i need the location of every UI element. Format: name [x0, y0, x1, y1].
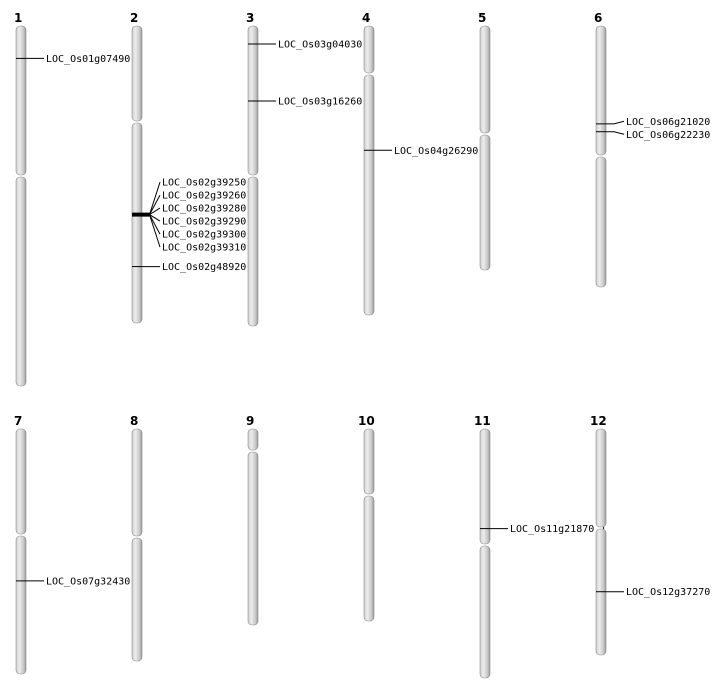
chromosome-number: 8 [130, 414, 138, 428]
chromosome-long-arm [479, 134, 491, 271]
chromosome-short-arm [247, 428, 259, 451]
chromosome-short-arm [479, 428, 491, 545]
chromosome-9: 9 [246, 414, 259, 626]
chromosome-short-arm [363, 428, 375, 495]
gene-label: LOC_Os03g16260.1 [278, 97, 374, 108]
gene-label: LOC_Os02g39260.1 [162, 191, 258, 202]
chromosome-short-arm [131, 25, 143, 122]
chromosome-number: 3 [246, 11, 254, 25]
chromosome-number: 4 [362, 11, 370, 25]
chromosome-short-arm [595, 25, 607, 156]
chromosome-long-arm [479, 545, 491, 679]
chromosome-layer: 1LOC_Os01g07490.12LOC_Os02g39250.1LOC_Os… [14, 11, 712, 679]
gene-connector [142, 194, 161, 215]
gene-connector [142, 181, 161, 214]
chromosome-long-arm [247, 176, 259, 327]
chromosome-number: 7 [14, 414, 22, 428]
chromosome-long-arm [131, 122, 143, 324]
gene-connector [606, 120, 625, 125]
gene-label: LOC_Os02g39250.1 [162, 178, 258, 189]
gene-label: LOC_Os02g39280.1 [162, 204, 258, 215]
chromosome-number: 9 [246, 414, 254, 428]
chromosome-number: 10 [358, 414, 375, 428]
chromosome-2: 2LOC_Os02g39250.1LOC_Os02g39260.1LOC_Os0… [130, 11, 258, 324]
gene-connector [142, 215, 161, 248]
gene-label: LOC_Os12g37270.1 [626, 587, 712, 598]
chromosome-long-arm [15, 176, 27, 387]
chromosome-number: 12 [590, 414, 607, 428]
chromosome-long-arm [15, 535, 27, 675]
chromosome-long-arm [363, 74, 375, 316]
chromosome-8: 8 [130, 414, 143, 662]
chromosome-long-arm [247, 451, 259, 626]
gene-connector [142, 214, 161, 235]
gene-label: LOC_Os02g39310.1 [162, 243, 258, 254]
chromosome-long-arm [363, 495, 375, 622]
chromosome-short-arm [595, 428, 607, 528]
chromosome-short-arm [363, 25, 375, 74]
chromosome-long-arm [131, 537, 143, 662]
chromosome-long-arm [595, 156, 607, 288]
gene-label: LOC_Os04g26290.1 [394, 146, 490, 157]
gene-label: LOC_Os03g04030.1 [278, 40, 374, 51]
gene-connector [606, 131, 625, 135]
gene-label: LOC_Os01g07490.1 [46, 54, 142, 65]
chromosome-number: 1 [14, 11, 22, 25]
chromosome-short-arm [479, 25, 491, 134]
chromosome-number: 2 [130, 11, 138, 25]
gene-label: LOC_Os02g39300.1 [162, 230, 258, 241]
chromosome-short-arm [15, 25, 27, 176]
gene-label: LOC_Os02g48920.1 [162, 262, 258, 273]
gene-label: LOC_Os06g21020.1 [626, 117, 712, 128]
gene-connector [142, 214, 161, 222]
gene-label: LOC_Os06g22230.1 [626, 130, 712, 141]
gene-label: LOC_Os11g21870.1 [510, 524, 606, 535]
chromosome-10: 10 [358, 414, 375, 622]
gene-label: LOC_Os02g39290.1 [162, 217, 258, 228]
chromosome-5: 5 [478, 11, 491, 271]
gene-label: LOC_Os07g32430.1 [46, 576, 142, 587]
chromosome-number: 6 [594, 11, 602, 25]
chromosome-short-arm [15, 428, 27, 535]
gene-connector [142, 207, 161, 215]
chromosome-short-arm [131, 428, 143, 537]
chromosome-number: 11 [474, 414, 491, 428]
chromosome-number: 5 [478, 11, 486, 25]
